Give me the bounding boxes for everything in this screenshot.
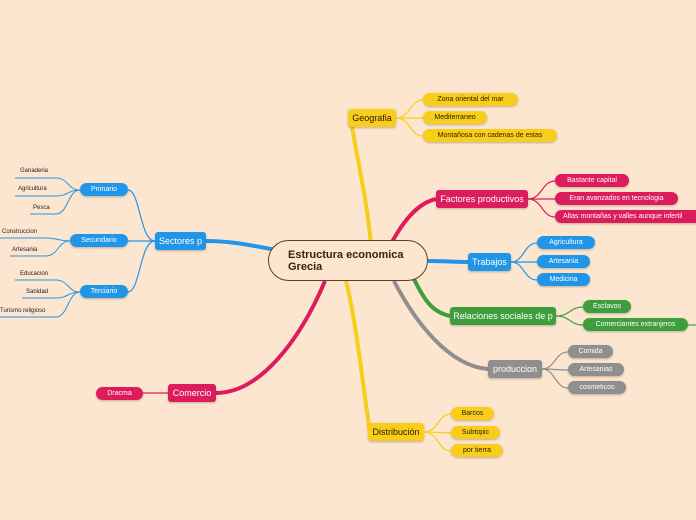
subtopic-bastante-capital[interactable]: Bastante capital xyxy=(555,174,629,187)
topic-trabajos[interactable]: Trabajos xyxy=(468,253,511,271)
leaf-construccion[interactable]: Construccion xyxy=(2,229,38,235)
leaf-sanidad[interactable]: Sanidad xyxy=(26,289,49,295)
leaf-educacion[interactable]: Educacion xyxy=(20,271,49,277)
subtopic-montanas-valles[interactable]: Altas montañas y valles aunque infertil xyxy=(555,210,696,223)
central-topic[interactable]: Estructura economica Grecia xyxy=(268,240,428,281)
subtopic-subtopic[interactable]: Subtopic xyxy=(451,426,500,439)
topic-factores-productivos[interactable]: Factores productivos xyxy=(436,190,528,208)
leaf-turismo-religioso[interactable]: Turismo religioso xyxy=(0,308,46,314)
leaf-agricultura[interactable]: Agricultura xyxy=(18,186,47,192)
subtopic-primario[interactable]: Primario xyxy=(80,183,128,196)
topic-distribucion[interactable]: Distribución xyxy=(368,423,424,441)
leaf-ganaderia[interactable]: Ganaderia xyxy=(20,168,49,174)
topic-produccion[interactable]: produccion xyxy=(488,360,542,378)
branch-relaciones xyxy=(411,276,451,318)
subtopic-agricultura[interactable]: Agricultura xyxy=(537,236,595,249)
central-topic-line2: Grecia xyxy=(288,260,323,273)
subtopic-artesanias[interactable]: Artesanias xyxy=(568,363,624,376)
central-topic-line1: Estructura economica xyxy=(288,248,404,261)
branch-sectores xyxy=(205,239,277,252)
branch-distribucion xyxy=(344,280,372,433)
subtopic-zona-oriental[interactable]: Zona oriental del mar xyxy=(423,93,518,106)
subtopic-esclavos[interactable]: Esclavos xyxy=(583,300,631,313)
topic-comercio[interactable]: Comercio xyxy=(168,384,216,402)
subtopic-tecnologia[interactable]: Eran avanzados en tecnologia xyxy=(555,192,678,205)
subtopic-por-tierra[interactable]: por tierra xyxy=(451,444,503,457)
subtopic-cosmeticos[interactable]: cosmeticos xyxy=(568,381,626,394)
topic-geografia[interactable]: Geografia xyxy=(348,109,396,127)
branch-factores xyxy=(390,197,437,243)
subtopic-barcos[interactable]: Barcos xyxy=(451,407,494,420)
branch-trabajos xyxy=(427,259,469,264)
subtopic-comida[interactable]: Comida xyxy=(568,345,613,358)
subtopic-dracma[interactable]: Dracma xyxy=(96,387,143,400)
subtopic-medicina[interactable]: Medicina xyxy=(537,273,590,286)
branch-produccion xyxy=(392,280,489,371)
branch-comercio xyxy=(215,280,327,395)
topic-sectores[interactable]: Sectores p xyxy=(155,232,206,250)
subtopic-secundario[interactable]: Secundario xyxy=(70,234,128,247)
subtopic-mediterraneo[interactable]: Mediterraneo xyxy=(423,111,487,124)
leaf-artesania[interactable]: Artesania xyxy=(12,247,38,253)
subtopic-artesania[interactable]: Artesania xyxy=(537,255,590,268)
topic-relaciones-sociales[interactable]: Relaciones sociales de p xyxy=(450,307,556,325)
subtopic-comerciantes[interactable]: Comerciantes extranjeros xyxy=(583,318,688,331)
subtopic-montanosa[interactable]: Montañosa con cadenas de estas xyxy=(423,129,557,142)
leaf-pesca[interactable]: Pesca xyxy=(33,205,50,211)
subtopic-terciario[interactable]: Terciario xyxy=(80,285,128,298)
